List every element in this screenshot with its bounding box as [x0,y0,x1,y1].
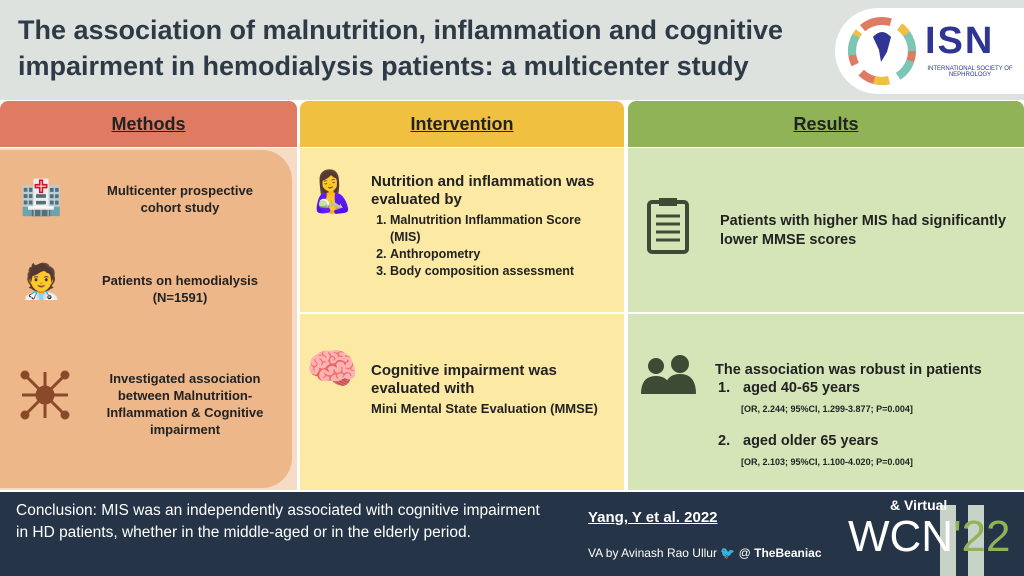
result-text: Patients with higher MIS had significant… [720,213,1007,248]
result-stats: [OR, 2.103; 95%CI, 1.100-4.020; P=0.004] [741,457,913,467]
patient-dialysis-icon: 🧑‍⚕️ [20,263,63,301]
network-icon [20,370,70,420]
credit-line: VA by Avinash Rao Ullur 🐦 @ TheBeaniac [588,546,822,560]
cognitive-sub: Mini Mental State Evaluation (MMSE) [371,401,598,416]
results-header: Results [628,101,1024,147]
footer-bar [0,492,1024,576]
cognitive-cell [300,314,624,490]
cognitive-title: Cognitive impairment was evaluated with [371,362,557,397]
nutrition-icon: 🤱 [306,170,356,214]
methods-header: Methods [0,101,297,147]
conclusion-text: Conclusion: MIS was an independently ass… [16,502,540,541]
logo-subtitle: INTERNATIONAL SOCIETY OF NEPHROLOGY [927,66,1013,78]
at-sign: @ [738,546,751,560]
twitter-handle[interactable]: TheBeaniac [754,546,822,560]
list-item: Malnutrition Inflammation Score (MIS) [390,212,610,246]
method-item: Multicenter prospective cohort study [107,183,253,215]
people-icon [641,355,696,394]
credit-text: VA by Avinash Rao Ullur [588,546,717,560]
towers-icon [934,495,990,576]
citation-link[interactable]: Yang, Y et al. 2022 [588,509,718,526]
hospital-icon: 🏥 [20,179,63,217]
clipboard-icon [647,198,689,254]
result-cell-2 [628,314,1024,490]
methods-box [0,150,292,488]
result-label: aged older 65 years [743,433,879,449]
nutrition-cell [300,148,624,312]
event-logo: WCN'22 [848,512,1010,562]
result-title: The association was robust in patients [715,362,982,378]
event-name: WCN [848,512,954,561]
page-title: The association of malnutrition, inflamm… [18,15,784,81]
event-virtual: & Virtual [890,497,948,513]
result-num-1: 1. [718,380,731,396]
isn-emblem-icon [848,17,916,85]
result-stats: [OR, 2.244; 95%CI, 1.299-3.877; P=0.004] [741,404,913,414]
result-cell-1 [628,148,1024,312]
brain-icon: 🧠 [306,345,359,392]
event-year: '22 [953,512,1011,561]
list-item: Body composition assessment [390,263,610,280]
method-item: Patients on hemodialysis (N=1591) [101,273,259,305]
result-label: aged 40-65 years [743,380,860,396]
logo-name: ISN [925,20,995,62]
twitter-icon: 🐦 [720,546,736,560]
isn-logo: ISN INTERNATIONAL SOCIETY OF NEPHROLOGY [835,8,1024,94]
intervention-header: Intervention [300,101,624,147]
result-num-2: 2. [718,433,731,449]
method-item: Investigated association between Malnutr… [106,371,264,437]
nutrition-title: Nutrition and inflammation was evaluated… [371,173,595,208]
list-item: Anthropometry [390,246,610,263]
nutrition-list: Malnutrition Inflammation Score (MIS) An… [390,212,610,280]
